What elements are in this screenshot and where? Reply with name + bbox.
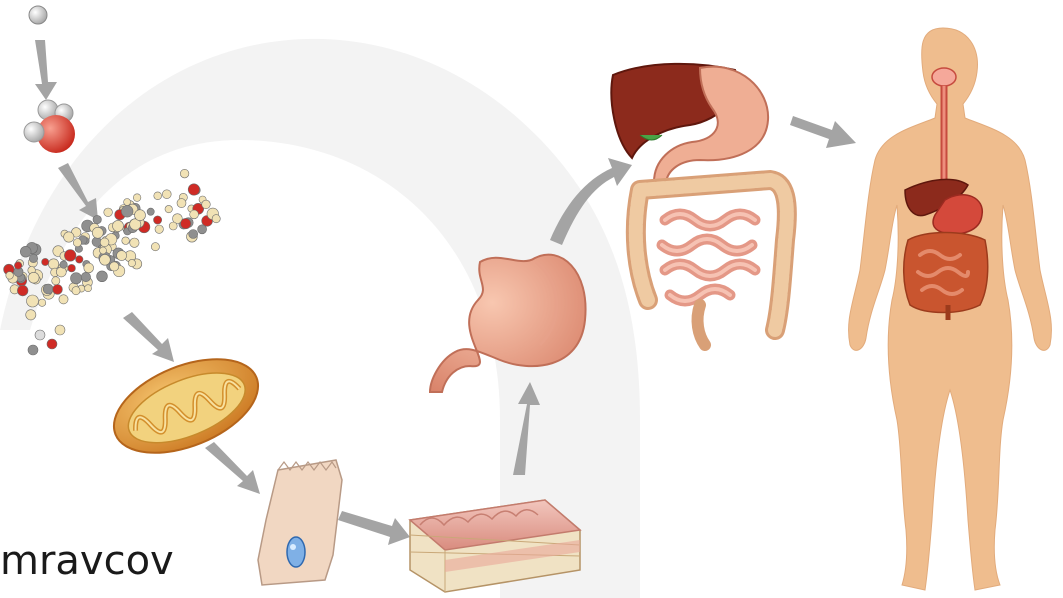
arrow-macromolecule-to-organelle [123,312,174,362]
macromolecule-atom [20,246,31,257]
macromolecule-atom [84,263,94,273]
arrow-organ-system-to-organism [790,116,856,148]
macromolecule-atom [29,254,37,262]
macromolecule-atom [133,194,141,202]
macromolecule-atom [151,243,159,251]
macromolecule-atom [100,254,111,265]
macromolecule-atom [85,285,92,292]
organism-illustration [849,28,1052,590]
macromolecule-atom [17,285,28,296]
macromolecule-atom [6,272,14,280]
atom-illustration [29,6,47,24]
macromolecule-atom [53,285,63,295]
macromolecule-atom [72,287,80,295]
macromolecule-atom [28,272,39,283]
watermark-text: mravcov [0,538,174,584]
arrow-cell-to-tissue [338,511,410,545]
macromolecule-atom [180,169,189,178]
macromolecule-atom [169,222,177,230]
macromolecule-atom [14,262,21,269]
macromolecule-atom [190,210,199,219]
macromolecule-atom [212,215,220,223]
macromolecule-atom [26,310,36,320]
macromolecule-atom [155,225,163,233]
macromolecule-atom [128,259,135,266]
macromolecule-atom [121,206,133,218]
molecule-illustration [24,100,75,153]
macromolecule-atom [162,190,171,199]
macromolecule-atom [100,238,109,247]
macromolecule-atom [110,262,119,271]
macromolecule-atom [64,232,74,242]
macromolecule-atom [104,208,113,217]
macromolecule-atom [122,237,130,245]
macromolecule-illustration [4,169,221,355]
macromolecule-atom [35,330,45,340]
macromolecule-atom [165,205,172,212]
macromolecule-atom [100,247,107,254]
macromolecule-atom [92,227,103,238]
macromolecule-atom [124,199,131,206]
macromolecule-atom [117,251,127,261]
macromolecule-atom [93,215,101,223]
macromolecule-atom [71,273,82,284]
macromolecule-atom [48,259,58,269]
cell-illustration [258,460,342,585]
macromolecule-atom [81,272,90,281]
macromolecule-atom [188,184,199,195]
macromolecule-atom [59,295,68,304]
organelle-illustration [101,340,272,471]
macromolecule-atom [147,208,154,215]
organ-system-illustration [611,64,786,345]
macromolecule-atom [47,339,57,349]
macromolecule-atom [198,225,207,234]
macromolecule-atom [135,210,146,221]
macromolecule-atom [55,325,65,335]
macromolecule-atom [68,264,76,272]
macromolecule-atom [113,220,124,231]
macromolecule-atom [52,277,60,285]
macromolecule-atom [202,200,211,209]
macromolecule-atom [28,345,38,355]
arrow-organelle-to-cell [205,442,260,494]
macromolecule-atom [130,238,139,247]
macromolecule-atom [64,250,76,262]
macromolecule-atom [76,256,83,263]
macromolecule-atom [154,192,162,200]
macromolecule-atom [42,258,49,265]
macromolecule-atom [154,216,162,224]
macromolecule-atom [60,261,67,268]
macromolecule-atom [177,199,186,208]
macromolecule-atom [189,230,198,239]
macromolecule-atom [97,271,108,282]
macromolecule-atom [27,295,39,307]
macromolecule-atom [181,218,191,228]
macromolecule-atom [38,299,45,306]
macromolecule-atom [73,239,81,247]
arrow-atom-to-molecule [35,40,57,100]
macromolecule-atom [43,284,53,294]
